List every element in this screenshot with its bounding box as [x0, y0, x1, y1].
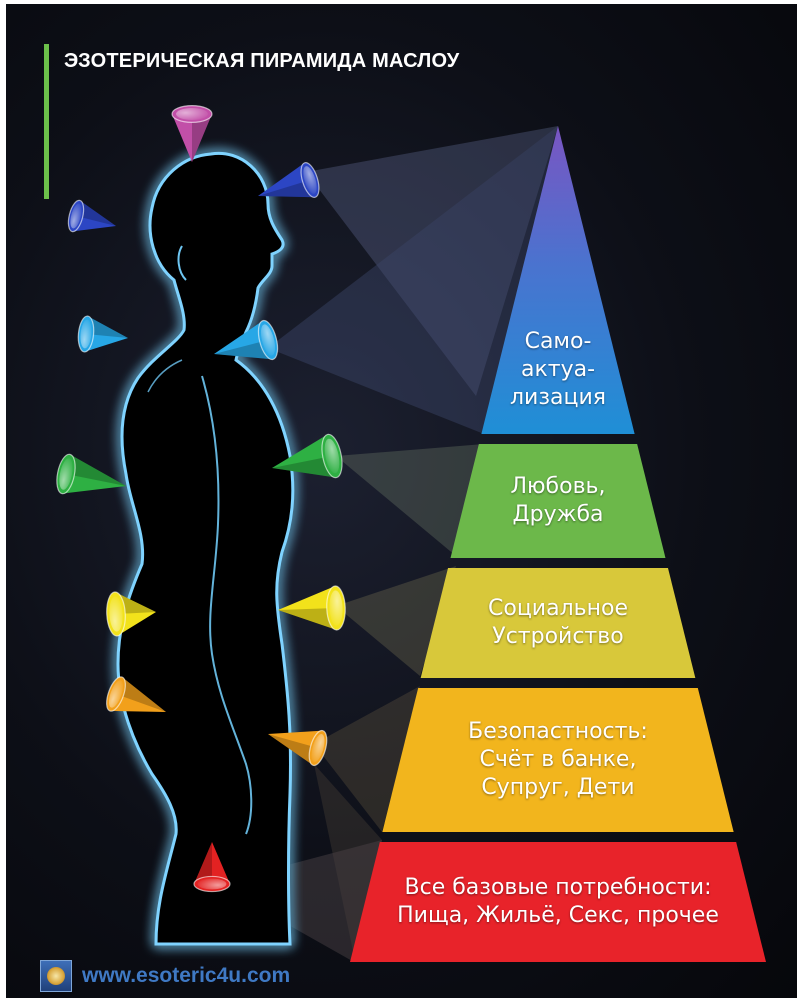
pyramid-tier-4 [450, 444, 666, 558]
tier-label-line: Пища, Жильё, Секс, прочее [397, 902, 719, 928]
human-silhouette [116, 151, 295, 946]
third-eye-front-cone [258, 162, 320, 198]
sacral-front-cone [268, 729, 328, 767]
crown-cone [171, 104, 213, 162]
beam-heart [336, 444, 484, 556]
throat-front-cone [214, 319, 279, 361]
heart-front-cone [272, 433, 343, 479]
tier-label-line: Любовь, [510, 473, 606, 499]
beam-third-eye [306, 126, 558, 396]
tier-label-line: Счёт в банке, [479, 746, 637, 772]
light-beams [216, 126, 558, 962]
maslow-pyramid [350, 126, 766, 962]
heart-back-cone [56, 453, 126, 495]
pyramid-tier-5 [481, 126, 635, 434]
tier-label-line: лизация [509, 385, 607, 411]
tier-label-line: Само- [524, 328, 592, 354]
poster-title: ЭЗОТЕРИЧЕСКАЯ ПИРАМИДА МАСЛОУ [64, 50, 460, 72]
tier-label-2: Безопастность:Счёт в банке, Супруг, Дети [358, 718, 758, 802]
sacral-back-cone [106, 676, 166, 712]
pyramid-tier-2 [382, 688, 734, 832]
tier-label-line: Супруг, Дети [481, 775, 635, 801]
beam-solar [336, 566, 456, 676]
tier-label-4: Любовь,Дружба [358, 473, 758, 529]
site-logo-icon [40, 960, 72, 992]
beam-sacral [314, 686, 420, 832]
beam-throat [268, 126, 558, 434]
tier-label-line: Социальное [488, 595, 628, 621]
title-accent-bar [44, 44, 49, 199]
solar-back-cone [106, 591, 156, 637]
tier-label-line: Все базовые потребности: [404, 874, 712, 900]
pyramid-tier-1 [350, 842, 766, 962]
tier-label-line: Устройство [492, 623, 624, 649]
website-link[interactable]: www.esoteric4u.com [82, 964, 291, 987]
tier-label-5: Само-актуа-лизация [358, 328, 758, 412]
tier-label-1: Все базовые потребности:Пища, Жильё, Сек… [358, 874, 758, 930]
diagram-canvas [56, 104, 766, 962]
beam-root [216, 840, 382, 962]
tier-label-line: Безопастность: [468, 718, 648, 744]
tier-label-line: актуа- [520, 356, 596, 382]
chakra-cones [56, 104, 346, 893]
throat-back-cone [77, 315, 128, 353]
third-eye-back-cone [67, 199, 116, 233]
tier-label-line: Дружба [512, 501, 604, 527]
root-cone [193, 842, 231, 893]
solar-front-cone [278, 585, 346, 631]
pyramid-tier-3 [420, 568, 696, 678]
footer[interactable]: www.esoteric4u.com [40, 958, 290, 994]
poster: ЭЗОТЕРИЧЕСКАЯ ПИРАМИДА МАСЛОУ Все базовы… [6, 4, 797, 998]
